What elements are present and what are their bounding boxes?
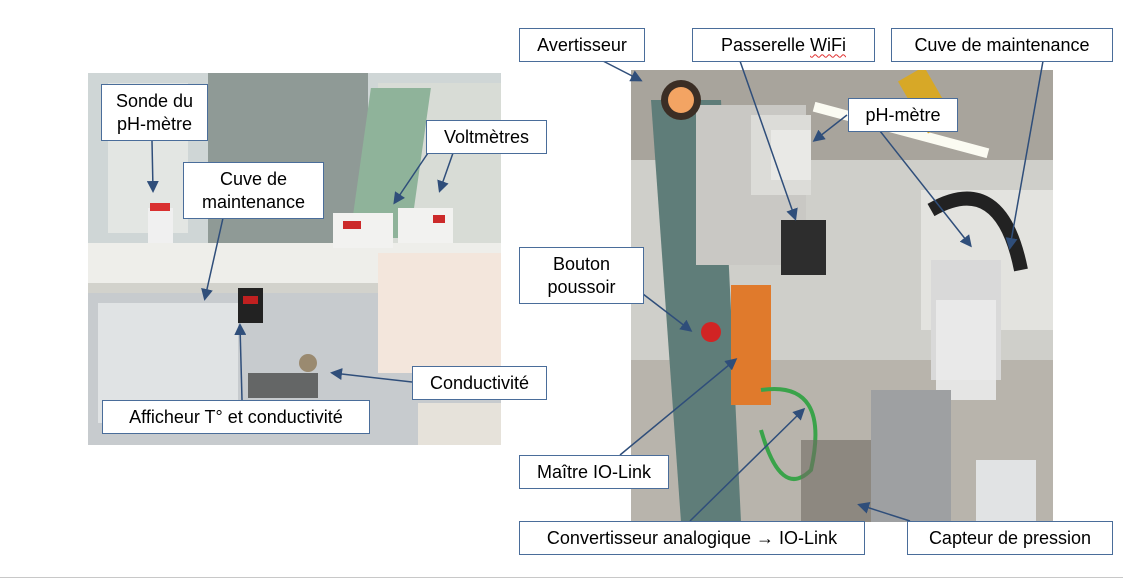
label-afficheur: Afficheur T° et conductivité xyxy=(102,400,370,434)
label-passerelle-text: Passerelle xyxy=(720,34,811,55)
label-wifi-text: WiFi xyxy=(810,34,847,55)
label-convertisseur: Convertisseur analogique → IO-Link xyxy=(519,521,865,555)
label-avertisseur: Avertisseur xyxy=(519,28,645,62)
label-sonde-ph: Sonde du pH-mètre xyxy=(101,84,208,141)
label-passerelle-wifi: Passerelle WiFi xyxy=(692,28,875,62)
label-capteur-pression: Capteur de pression xyxy=(907,521,1113,555)
label-cuve-maintenance-left: Cuve de maintenance xyxy=(183,162,324,219)
label-bouton-poussoir: Bouton poussoir xyxy=(519,247,644,304)
label-voltmetres: Voltmètres xyxy=(426,120,547,154)
lab-photo-right xyxy=(631,70,1053,522)
label-maitre-io-link: Maître IO-Link xyxy=(519,455,669,489)
label-ph-metre: pH-mètre xyxy=(848,98,958,132)
label-cuve-maintenance-right: Cuve de maintenance xyxy=(891,28,1113,62)
label-conductivite: Conductivité xyxy=(412,366,547,400)
bottom-divider xyxy=(0,577,1123,578)
